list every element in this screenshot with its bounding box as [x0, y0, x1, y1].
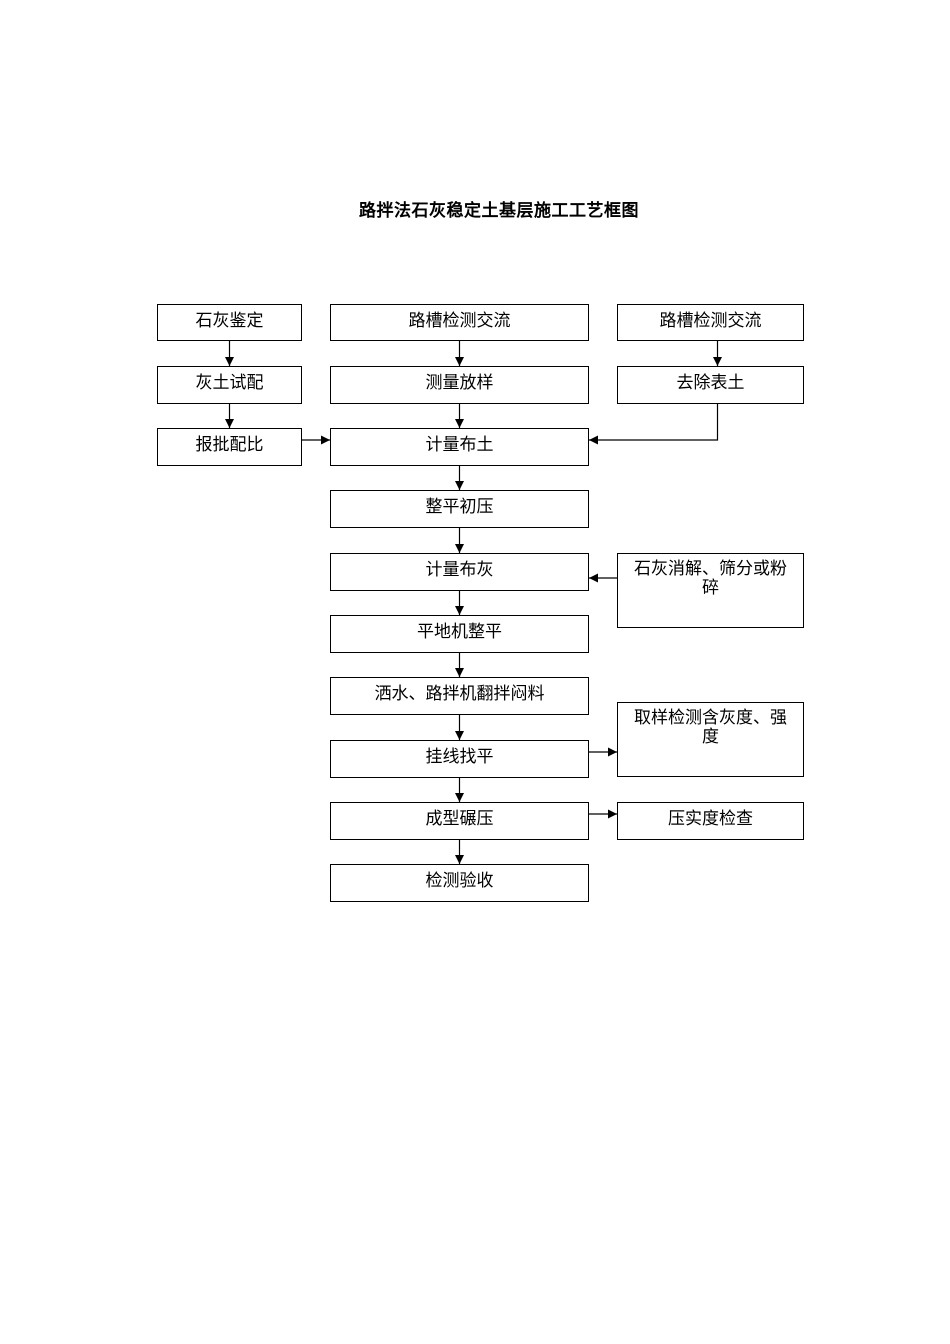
box-lime-identification: 石灰鉴定 — [157, 304, 302, 341]
diagram-title: 路拌法石灰稳定土基层施工工艺框图 — [359, 201, 639, 221]
box-inspection-acceptance: 检测验收 — [330, 864, 589, 902]
box-subgrade-inspection: 路槽检测交流 — [330, 304, 589, 341]
box-lime-slaking-screening: 石灰消解、筛分或粉碎 — [617, 553, 804, 628]
box-submit-mix-ratio: 报批配比 — [157, 428, 302, 466]
box-soil-metering: 计量布土 — [330, 428, 589, 466]
box-survey-layout: 测量放样 — [330, 366, 589, 404]
box-leveling-initial-compaction: 整平初压 — [330, 490, 589, 528]
arrow-topsoil-to-soil-metering — [589, 404, 719, 445]
box-lime-metering: 计量布灰 — [330, 553, 589, 591]
box-compaction-check: 压实度检查 — [617, 802, 804, 840]
box-watering-mixing: 洒水、路拌机翻拌闷料 — [330, 677, 589, 715]
box-remove-topsoil: 去除表土 — [617, 366, 804, 404]
box-right-subgrade-inspection: 路槽检测交流 — [617, 304, 804, 341]
box-sampling-lime-content-strength: 取样检测含灰度、强度 — [617, 702, 804, 777]
box-final-rolling: 成型碾压 — [330, 802, 589, 840]
box-lime-soil-trial-mix: 灰土试配 — [157, 366, 302, 404]
box-string-line-leveling: 挂线找平 — [330, 740, 589, 778]
box-grader-leveling: 平地机整平 — [330, 615, 589, 653]
